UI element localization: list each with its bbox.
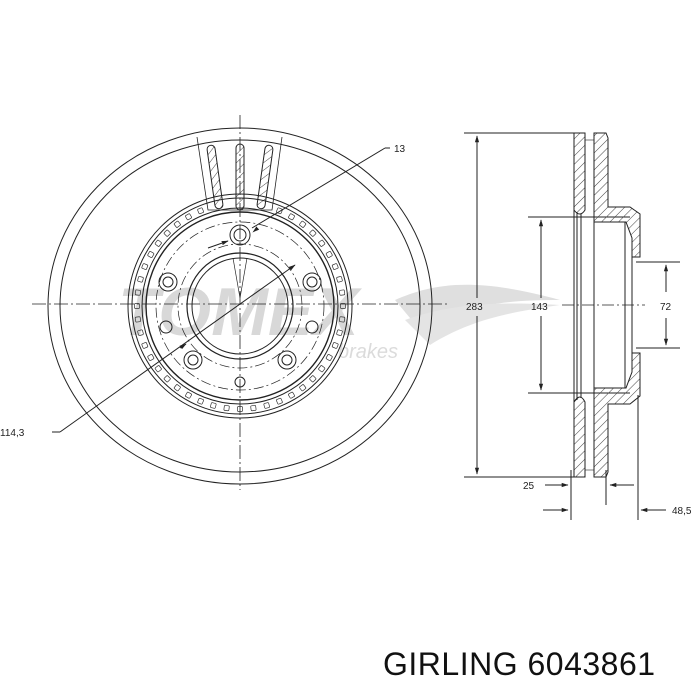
label-center-bore: 72 bbox=[660, 302, 672, 313]
watermark-sub: brakes bbox=[338, 341, 398, 363]
front-view bbox=[32, 115, 448, 490]
part-number: 6043861 bbox=[527, 646, 656, 682]
label-pcd: 114,3 bbox=[0, 428, 25, 439]
tooth-ring bbox=[134, 207, 346, 412]
section-view bbox=[464, 132, 680, 520]
bolt-holes bbox=[158, 224, 322, 388]
label-bolt-hole-diameter: 13 bbox=[394, 144, 406, 155]
label-height: 48,5 bbox=[672, 506, 692, 517]
product-caption: GIRLING 6043861 bbox=[383, 646, 656, 683]
label-thickness: 25 bbox=[523, 481, 535, 492]
label-outer-diameter: 283 bbox=[466, 302, 483, 313]
vent-slots bbox=[206, 143, 274, 211]
label-hat-diameter: 143 bbox=[531, 302, 548, 313]
brand-name: GIRLING bbox=[383, 646, 519, 682]
